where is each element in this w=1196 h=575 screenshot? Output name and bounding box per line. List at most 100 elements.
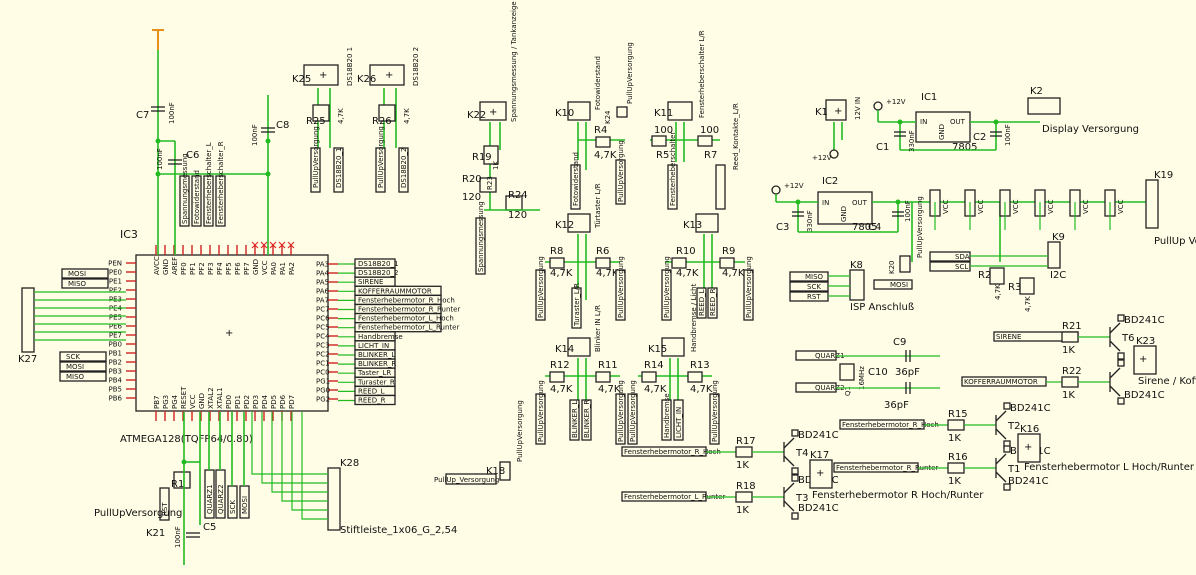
mcu-pin-label: PB6 <box>109 395 123 403</box>
svg-text:REED_R: REED_R <box>709 288 717 316</box>
svg-text:I2C: I2C <box>1050 270 1066 281</box>
mcu-pin-label: PE6 <box>109 323 123 331</box>
driver-resistor[interactable] <box>1061 376 1079 388</box>
resistor-ref: R17 <box>736 436 756 447</box>
net-label: REED_R <box>358 397 386 405</box>
transistor-ref: T1 <box>1007 464 1020 475</box>
pullup-header-k19[interactable]: K19 PullUp Versorgung <box>1145 170 1196 247</box>
svg-text:Fensterheberschalter_R: Fensterheberschalter_R <box>217 141 225 224</box>
driver-resistor[interactable] <box>947 419 965 431</box>
mcu-pin-label: PA7 <box>316 297 329 305</box>
siren-k23[interactable]: + K23 Sirene / Kofferraum <box>1133 336 1196 387</box>
pullup-k18[interactable]: K18 PullUpVersorgung PullUp_Versorgung <box>434 400 524 485</box>
header-k27[interactable]: K27 <box>18 287 126 365</box>
svg-text:BLINKER_L: BLINKER_L <box>571 401 579 438</box>
cap-c7[interactable]: C7 100nF <box>136 102 176 124</box>
svg-text:OUT: OUT <box>852 199 868 207</box>
svg-text:Sirene / Kofferraum: Sirene / Kofferraum <box>1138 376 1196 387</box>
svg-text:R13: R13 <box>690 360 710 371</box>
mcu-pin-label: GND <box>162 259 170 275</box>
crystal-q1[interactable]: QUARZ1 QUARZ2 Q1 16MHz C9 36pF C10 36pF <box>795 337 940 411</box>
svg-text:PullUpVersorgung: PullUpVersorgung <box>312 126 320 188</box>
svg-text:+: + <box>385 70 393 81</box>
svg-text:Blinker IN L/R: Blinker IN L/R <box>594 305 602 352</box>
reed-k13[interactable]: K13 R10 4,7K R9 4,7K PullUpVersorgung Pu… <box>661 213 754 321</box>
motor-r-k17[interactable]: + K17 Fensterhebermotor R Hoch/Runter <box>809 450 984 501</box>
svg-text:R3: R3 <box>1008 282 1021 293</box>
header-k28[interactable]: K28 Stiftleiste_1x06_G_2,54 <box>251 412 457 536</box>
cap-c6[interactable]: C6 100nF <box>156 148 199 170</box>
svg-text:Handbremse / Licht: Handbremse / Licht <box>690 283 698 352</box>
driver-resistor[interactable] <box>735 446 753 458</box>
driver-resistor[interactable] <box>1061 331 1079 343</box>
svg-text:Fensterhebermotor L Hoch/Runte: Fensterhebermotor L Hoch/Runter <box>1024 462 1195 473</box>
transistor-part: BD241C <box>1124 315 1165 326</box>
svg-text:120: 120 <box>462 192 481 203</box>
cap-c4[interactable]: C4 100nF <box>868 200 912 233</box>
net-label: LICHT_IN <box>358 342 389 350</box>
vcc-label: VCC <box>1047 199 1055 214</box>
cap-c3[interactable]: C3 330nF <box>776 210 814 233</box>
svg-text:C3: C3 <box>776 222 789 233</box>
mcu-pin-label: PB5 <box>109 386 122 394</box>
svg-text:R19: R19 <box>472 152 492 163</box>
sensor-k26[interactable]: K26 DS18B20 2 + R26 4,7K PullUpVersorgun… <box>357 47 420 193</box>
svg-text:R20: R20 <box>462 174 482 185</box>
svg-text:PullUpVersorgung: PullUpVersorgung <box>516 400 524 462</box>
vcc-label: VCC <box>1012 199 1020 214</box>
cap-c2[interactable]: C2 100nF <box>973 124 1012 146</box>
door-button-k12[interactable]: K12 Türtaster L/R R8 4,7K R6 4,7K PullUp… <box>535 183 626 329</box>
svg-text:C7: C7 <box>136 110 149 121</box>
svg-text:IC2: IC2 <box>822 176 838 187</box>
svg-text:Turaster_L/R: Turaster_L/R <box>573 283 581 327</box>
i2c-k9[interactable]: K9 I2C SDA SCL R2 4,7K R3 4,7K <box>929 232 1066 312</box>
voltage-measure-k22[interactable]: K22 Spannungsmessung / Tankanzeige + R19… <box>462 1 540 275</box>
display-supply-k2[interactable]: K2 Display Versorgung <box>1027 86 1139 135</box>
net-label: Taster_LR <box>357 369 391 377</box>
svg-text:R24: R24 <box>508 190 528 201</box>
svg-text:K20: K20 <box>888 261 896 275</box>
svg-text:PullUpVersorgung: PullUpVersorgung <box>711 380 719 442</box>
driver-resistor[interactable] <box>735 491 753 503</box>
driver-resistor[interactable] <box>947 462 965 474</box>
photoresistor-k10[interactable]: K10 Fotowiderstand K24 PullUpVersorgung … <box>555 42 634 210</box>
power-in-k1[interactable]: K1 12V IN + +12V <box>812 97 862 162</box>
net-label: Fensterhebermotor_R_Hoch <box>358 296 455 304</box>
mcu-pin-label: PB7 <box>153 396 161 409</box>
cap-c8[interactable]: C8 100nF <box>251 120 289 146</box>
reset-circuit[interactable]: RST R1 C5 100nF PullUpVersorgung K18 K21 <box>94 412 216 565</box>
svg-text:PullUpVersorgung: PullUpVersorgung <box>663 256 671 318</box>
svg-text:100nF: 100nF <box>174 526 182 548</box>
svg-text:R1: R1 <box>171 479 184 490</box>
svg-text:PullUpVersorgung: PullUpVersorgung <box>617 140 625 202</box>
transistor-part: BD241C <box>798 430 839 441</box>
cap-c1[interactable]: C1 330nF <box>876 130 916 153</box>
mcu-ic3[interactable]: IC3 ATMEGA128(TQFP64/0.80) + PENPE0PE1PE… <box>108 228 338 445</box>
transistor-part: BD241C <box>798 503 839 514</box>
blinker-k14[interactable]: K14 Blinker IN L/R R12 4,7K R11 4,7K Pul… <box>535 305 626 445</box>
mcu-pin-label: PF7 <box>243 262 251 275</box>
svg-text:K27: K27 <box>18 354 37 365</box>
motor-l-k16[interactable]: + K16 Fensterhebermotor L Hoch/Runter <box>1017 424 1195 473</box>
sensor-k25[interactable]: K25 DS18B20 1 + R25 4,7K PullUpVersorgun… <box>292 47 354 193</box>
handbrake-k15[interactable]: K15 Handbremse / Licht R14 4,7K R13 4,7K… <box>627 283 720 445</box>
svg-text:120: 120 <box>508 210 527 221</box>
transistor-part: BD241C <box>1124 390 1165 401</box>
isp-k8[interactable]: K8 ISP Anschluß MISO SCK RST MOSI <box>789 260 914 313</box>
mcu-pin-label: PD0 <box>225 395 233 409</box>
svg-text:K10: K10 <box>555 108 574 119</box>
svg-text:K18: K18 <box>486 466 505 477</box>
regulator-ic2[interactable]: IC2 IN OUT GND 7805 +12V <box>771 176 1150 262</box>
pullup-k20[interactable]: K20 PullUpVersorgung <box>888 196 924 274</box>
svg-text:MOSI: MOSI <box>890 281 908 289</box>
svg-text:K2: K2 <box>1030 86 1043 97</box>
svg-text:R8: R8 <box>550 246 563 257</box>
svg-text:Display Versorgung: Display Versorgung <box>1042 124 1139 135</box>
svg-text:Spannungsmessung / Tankanzeige: Spannungsmessung / Tankanzeige <box>510 1 518 122</box>
mcu-pin-label: PA6 <box>316 288 330 296</box>
regulator-ic1[interactable]: IC1 IN OUT GND 7805 +12V <box>873 92 1040 153</box>
window-switch-k11[interactable]: K11 Fensterheberschalter L/R 100 R5 100 … <box>650 30 740 210</box>
net-label: SIRENE <box>358 278 383 286</box>
